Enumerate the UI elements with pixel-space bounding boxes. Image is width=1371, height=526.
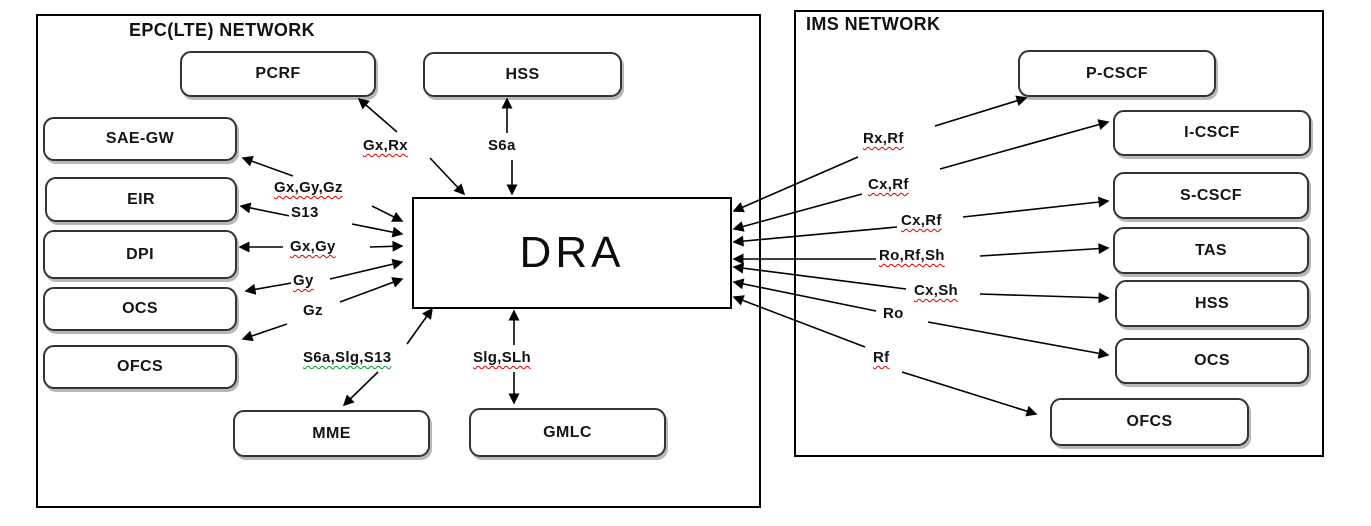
node-ocs-ims: OCS	[1115, 338, 1309, 384]
edge-label-rf: Rf	[871, 349, 892, 366]
node-hss-ims: HSS	[1115, 280, 1309, 327]
node-pcrf: PCRF	[180, 51, 376, 97]
node-sae-gw: SAE-GW	[43, 117, 237, 161]
node-i-cscf: I-CSCF	[1113, 110, 1311, 156]
node-s-cscf: S-CSCF	[1113, 172, 1309, 219]
edge-label-gx-rx: Gx,Rx	[361, 137, 410, 154]
ims-network-title: IMS NETWORK	[806, 14, 941, 34]
edge-label-slg-slh: Slg,SLh	[471, 349, 533, 366]
edge-label-ro-rf-sh: Ro,Rf,Sh	[877, 247, 947, 264]
edge-label-s6a-slg-s13: S6a,Slg,S13	[301, 349, 394, 366]
edge-label-gy: Gy	[291, 272, 316, 289]
edge-label-gz: Gz	[301, 302, 325, 319]
node-ofcs-epc: OFCS	[43, 345, 237, 389]
node-gmlc: GMLC	[469, 408, 666, 457]
edge-label-ro: Ro	[881, 305, 906, 322]
edge-label-cx-sh: Cx,Sh	[912, 282, 961, 299]
node-dra: DRA	[412, 197, 732, 309]
node-tas: TAS	[1113, 227, 1309, 274]
node-mme: MME	[233, 410, 430, 457]
edge-label-s6a: S6a	[486, 137, 518, 154]
epc-network-title: EPC(LTE) NETWORK	[129, 20, 316, 40]
edge-label-gx-gy: Gx,Gy	[288, 238, 338, 255]
edge-label-cx-rf-1: Cx,Rf	[866, 176, 911, 193]
epc-network-container: EPC(LTE) NETWORK	[36, 14, 761, 508]
node-ofcs-ims: OFCS	[1050, 398, 1249, 446]
node-p-cscf: P-CSCF	[1018, 50, 1216, 97]
node-ocs-epc: OCS	[43, 287, 237, 331]
edge-label-rx-rf: Rx,Rf	[861, 130, 906, 147]
node-hss-epc: HSS	[423, 52, 622, 97]
edge-label-cx-rf-2: Cx,Rf	[899, 212, 944, 229]
edge-label-s13: S13	[289, 204, 321, 221]
node-dpi: DPI	[43, 230, 237, 279]
edge-label-gx-gy-gz: Gx,Gy,Gz	[272, 179, 345, 196]
node-eir: EIR	[45, 177, 237, 222]
